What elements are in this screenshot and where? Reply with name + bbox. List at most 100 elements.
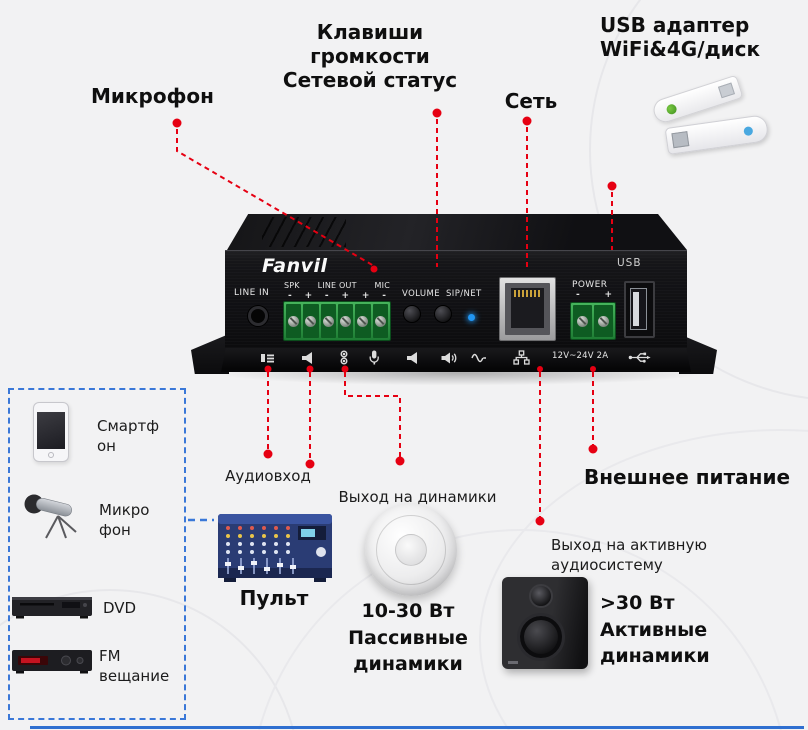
- sip-net-led: [468, 314, 475, 321]
- terminal-screw: [357, 315, 369, 327]
- passive-speakers-line3: динамики: [353, 653, 463, 676]
- speaker-logo-dot: [508, 661, 518, 664]
- active-output-line2: аудиосистему: [551, 555, 663, 574]
- passive-speakers-label: 10-30 Вт Пассивные динамики: [328, 598, 488, 678]
- terminal-screw: [374, 315, 386, 327]
- passive-speakers-line1: 10-30 Вт: [361, 600, 455, 622]
- dvd-label: DVD: [103, 599, 137, 617]
- microphone-label-line2: фон: [99, 521, 131, 540]
- audio-input-label: Аудиовход: [225, 467, 311, 485]
- mic-icon: [369, 350, 379, 365]
- terminal-polarity-row: - + - + + -: [288, 291, 386, 301]
- external-power-label: Внешнее питание: [583, 465, 791, 489]
- dongle-logo-dot: [743, 126, 754, 137]
- terminal-screw: [322, 315, 334, 327]
- ethernet-port-frame: [505, 283, 550, 335]
- mic-label: MIC: [374, 281, 390, 290]
- terminal-screw: [305, 315, 317, 327]
- power-rating-label: 12V~24V 2A: [552, 351, 609, 361]
- usb-trident-icon: [628, 352, 651, 363]
- volume-minus-button: [403, 305, 421, 323]
- usb-port-label: USB: [617, 257, 642, 269]
- dvd-player-image: [12, 597, 92, 619]
- line-in-jack: [248, 306, 268, 326]
- volume-network-callout-label: Клавиши громкости Сетевой статус: [266, 20, 474, 92]
- polarity-sign: -: [288, 291, 292, 301]
- usb-port: [624, 281, 655, 338]
- polarity-sign: +: [341, 291, 350, 301]
- usb-adapter-callout-label: USB адаптер WiFi&4G/диск: [600, 13, 800, 61]
- dongle-usb-connector: [671, 131, 690, 149]
- usb-adapter-line2: WiFi&4G/диск: [600, 37, 761, 61]
- ethernet-icon: [513, 350, 530, 365]
- fm-radio-image: [12, 650, 92, 674]
- volume-plus-button: [434, 305, 452, 323]
- power-polarity-row: - +: [576, 290, 612, 300]
- volume-label: VOLUME: [402, 289, 440, 299]
- line-in-label: LINE IN: [234, 288, 270, 298]
- smartphone-image: [33, 402, 69, 462]
- microphone-source-label: Микро фон: [99, 500, 179, 541]
- terminal-cell: [594, 305, 613, 337]
- microphone-callout-label: Микрофон: [91, 84, 214, 108]
- terminal-screw: [577, 315, 588, 327]
- speaker-small-icon: [407, 352, 417, 364]
- microphone-label-line1: Микро: [99, 501, 150, 519]
- signal-wave-icon: [471, 353, 486, 363]
- polarity-sign: +: [604, 290, 612, 300]
- ethernet-port-pins: [514, 290, 541, 297]
- usb-port-tongue: [633, 292, 639, 326]
- polarity-sign: -: [324, 291, 329, 301]
- audio-terminal-block: [283, 301, 391, 341]
- usb-port-shroud: [630, 288, 647, 330]
- smartphone-label-line1: Смартф: [97, 417, 160, 435]
- spk-lineout-mic-labels: SPK LINE OUT MIC: [284, 281, 390, 290]
- active-output-label: Выход на активную аудиосистему: [551, 536, 731, 575]
- speaker-wave-icon: [441, 352, 457, 364]
- ethernet-port-cavity: [511, 288, 544, 328]
- active-speakers-line1: >30 Вт: [600, 592, 675, 614]
- dongle-cap: [717, 82, 735, 99]
- ceiling-speaker-image: [365, 504, 457, 596]
- terminal-cell: [286, 304, 302, 338]
- line-out-label: LINE OUT: [317, 281, 357, 290]
- spk-label: SPK: [284, 281, 300, 290]
- speaker-output-label: Выход на динамики: [338, 488, 497, 506]
- ceiling-speaker-ring: [376, 515, 446, 585]
- speaker-woofer: [517, 613, 565, 661]
- terminal-cell: [303, 304, 319, 338]
- active-speakers-label: >30 Вт Активные динамики: [600, 590, 760, 670]
- polarity-sign: +: [304, 291, 313, 301]
- polarity-sign: -: [382, 291, 386, 301]
- usb-adapter-line1: USB адаптер: [600, 13, 750, 37]
- terminal-cell: [573, 305, 592, 337]
- bottom-accent-line: [30, 726, 804, 729]
- terminal-cell: [337, 304, 354, 338]
- speaker-icon: [302, 352, 312, 364]
- terminal-screw: [598, 315, 609, 327]
- audio-sources-box: [8, 388, 186, 720]
- polarity-sign: -: [576, 290, 580, 300]
- power-label: POWER: [572, 280, 608, 290]
- speaker-tweeter: [529, 584, 553, 608]
- terminal-screw: [340, 315, 352, 327]
- device-top-vents: [262, 217, 346, 247]
- volume-keys-line1: Клавиши: [316, 20, 424, 44]
- fm-label: FM вещание: [99, 646, 179, 687]
- volume-keys-line2: громкости: [310, 44, 430, 68]
- smartphone-label: Смартф он: [97, 416, 177, 457]
- mixer-label: Пульт: [239, 586, 309, 610]
- mixer-image: [218, 514, 332, 582]
- active-output-line1: Выход на активную: [551, 536, 707, 554]
- sip-net-label: SIP/NET: [446, 289, 482, 299]
- fm-label-line2: вещание: [99, 667, 170, 686]
- power-terminal-block: [570, 302, 616, 340]
- active-speakers-line2: Активные: [600, 618, 708, 641]
- smartphone-label-line2: он: [97, 437, 116, 456]
- line-in-icon: [261, 354, 274, 363]
- network-callout-label: Сеть: [504, 89, 558, 113]
- terminal-cell: [372, 304, 388, 338]
- terminal-screw: [288, 315, 300, 327]
